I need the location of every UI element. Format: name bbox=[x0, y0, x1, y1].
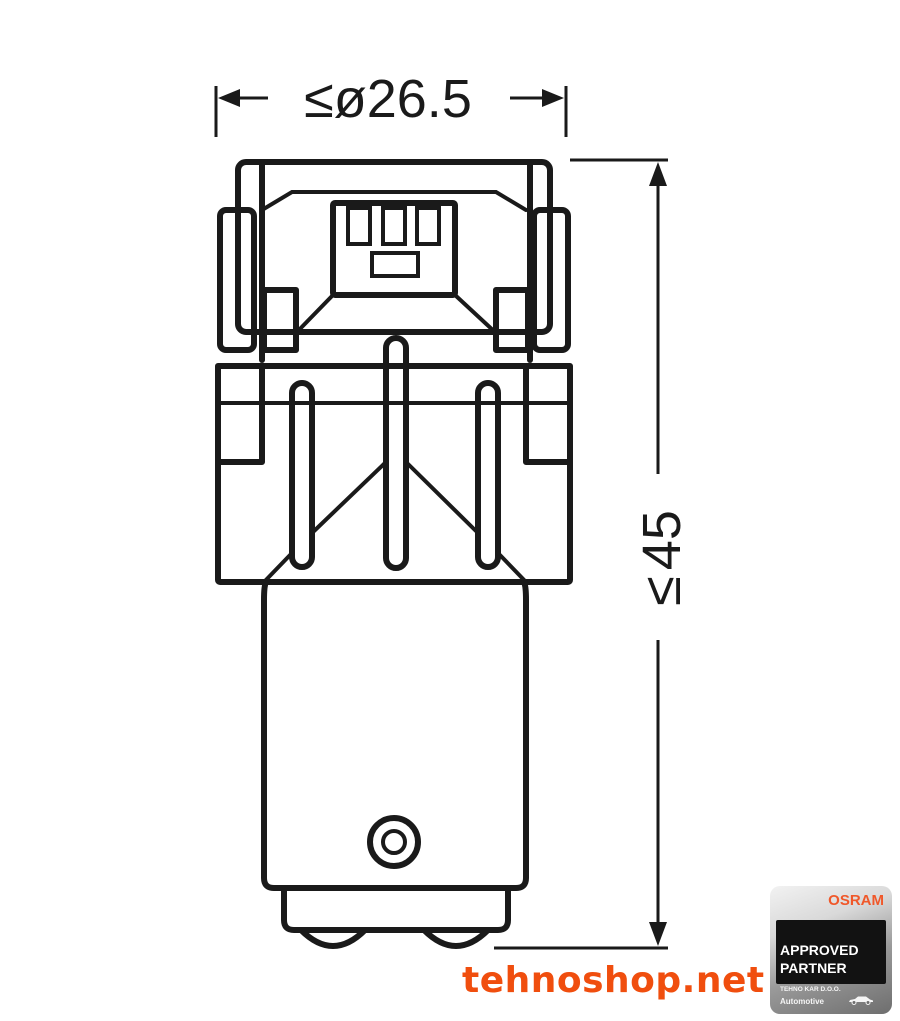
badge-division: Automotive bbox=[780, 997, 824, 1006]
car-icon bbox=[849, 996, 873, 1005]
bulb-base bbox=[261, 579, 529, 949]
arrow-up-icon bbox=[649, 162, 667, 186]
badge-line2: PARTNER bbox=[780, 960, 847, 976]
badge-brand: OSRAM bbox=[828, 892, 884, 909]
osram-approved-partner-badge: OSRAM APPROVED PARTNER TEHNO KAR D.O.O. … bbox=[770, 886, 892, 1014]
arrow-down-icon bbox=[649, 922, 667, 946]
height-dimension-label: ≤45 bbox=[632, 510, 692, 606]
badge-company: TEHNO KAR D.O.O. bbox=[780, 986, 841, 993]
width-dimension: ≤ø26.5 bbox=[214, 69, 568, 137]
bulb-body bbox=[215, 335, 573, 585]
height-dimension: ≤45 bbox=[494, 158, 692, 950]
arrow-left-icon bbox=[218, 89, 240, 107]
width-dimension-label: ≤ø26.5 bbox=[304, 69, 472, 129]
arrow-right-icon bbox=[542, 89, 564, 107]
badge-line1: APPROVED bbox=[780, 942, 859, 958]
bulb-head bbox=[217, 159, 571, 363]
badge-black-band bbox=[776, 920, 886, 984]
watermark-text: tehnoshop.net bbox=[462, 960, 765, 1001]
